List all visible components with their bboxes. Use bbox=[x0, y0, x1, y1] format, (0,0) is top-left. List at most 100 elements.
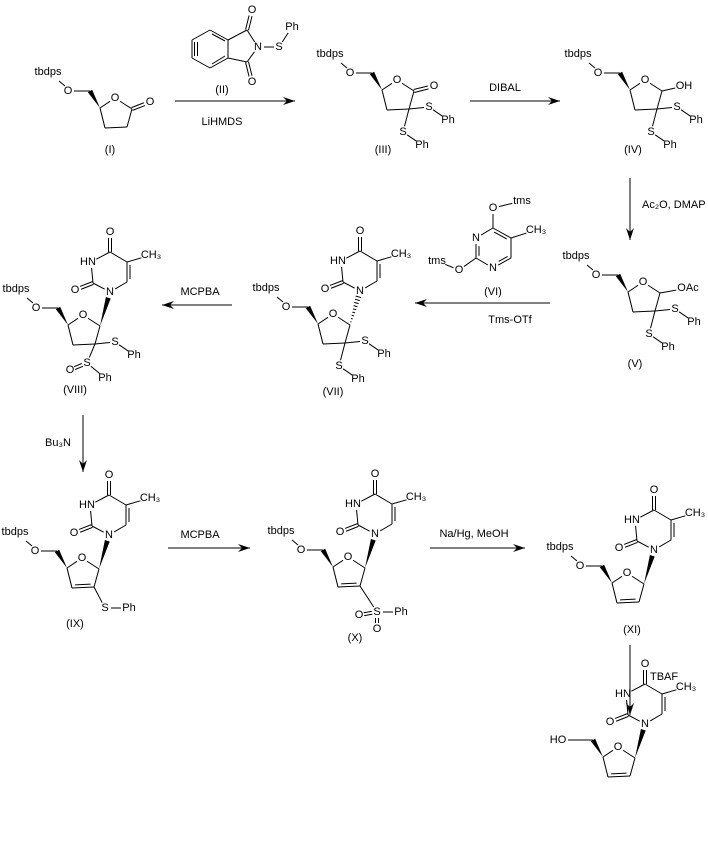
bond bbox=[480, 227, 494, 236]
bond bbox=[652, 336, 663, 344]
bond bbox=[381, 89, 388, 111]
bond bbox=[611, 582, 618, 604]
wedge-bond bbox=[615, 273, 628, 292]
wedge-bond bbox=[369, 71, 382, 90]
compound-label-X: (X) bbox=[348, 632, 363, 644]
bond bbox=[656, 107, 673, 110]
double-bond bbox=[73, 363, 82, 368]
sulfur-label: S bbox=[111, 336, 118, 348]
bond bbox=[654, 309, 671, 312]
double-bond bbox=[245, 15, 250, 30]
ether-oxygen: O bbox=[282, 301, 291, 313]
bond bbox=[91, 525, 104, 533]
sulfur-label: S bbox=[361, 335, 368, 347]
tbdps-label: tbdps bbox=[3, 283, 30, 295]
compound-label-IX: (IX) bbox=[66, 618, 84, 630]
phenyl-label: Ph bbox=[351, 373, 364, 385]
ring-oxygen: O bbox=[78, 552, 87, 564]
bond bbox=[337, 316, 351, 326]
nitrogen-label: N bbox=[489, 262, 497, 274]
bond bbox=[209, 57, 229, 69]
ether-oxygen: O bbox=[576, 560, 585, 572]
bond bbox=[191, 29, 211, 41]
ring-oxygen: O bbox=[614, 741, 623, 753]
nh-label: HN bbox=[624, 514, 640, 526]
bond bbox=[656, 90, 663, 110]
bond bbox=[374, 493, 393, 505]
sulfur-label: S bbox=[645, 328, 652, 340]
bond bbox=[408, 90, 415, 110]
sulfonyl-oxygen: O bbox=[355, 609, 364, 621]
hydroxyl-label: HO bbox=[550, 734, 567, 746]
double-bond bbox=[75, 583, 91, 586]
bond bbox=[340, 342, 346, 361]
bond bbox=[344, 324, 351, 344]
hashed-bond bbox=[354, 298, 360, 302]
bond bbox=[276, 296, 284, 303]
double-bond bbox=[78, 524, 92, 530]
hashed-bond bbox=[354, 301, 359, 305]
ring-oxygen: O bbox=[329, 308, 338, 320]
bond bbox=[463, 257, 477, 267]
bond bbox=[72, 343, 96, 346]
double-bond bbox=[247, 61, 253, 76]
double-bond bbox=[616, 601, 640, 604]
arrow-head bbox=[626, 228, 634, 240]
double-bond bbox=[330, 282, 344, 289]
bond bbox=[498, 202, 513, 208]
bond bbox=[602, 756, 609, 778]
tbdps-label: tbdps bbox=[563, 250, 590, 262]
double-bond bbox=[131, 102, 145, 109]
bond bbox=[627, 714, 640, 722]
bond bbox=[227, 57, 248, 63]
double-bond bbox=[345, 525, 359, 532]
bond bbox=[291, 539, 299, 546]
phenyl-label: Ph bbox=[394, 606, 407, 618]
reagent-lihmds: LiHMDS bbox=[202, 116, 243, 128]
carbonyl-oxygen: O bbox=[248, 76, 257, 88]
bond bbox=[627, 284, 639, 293]
bond bbox=[126, 108, 133, 128]
bond bbox=[108, 494, 127, 506]
compound-label-II: (II) bbox=[215, 84, 228, 96]
carbonyl-oxygen: O bbox=[336, 526, 345, 538]
bond bbox=[650, 310, 656, 329]
wedge-bond bbox=[635, 729, 646, 758]
tbdps-label: tbdps bbox=[317, 48, 344, 60]
bond bbox=[87, 317, 101, 327]
compound-label-VI: (VI) bbox=[484, 286, 502, 298]
arrow-head bbox=[513, 544, 525, 552]
bond bbox=[368, 343, 379, 351]
bond bbox=[58, 80, 66, 87]
carbonyl-oxygen: O bbox=[106, 226, 115, 238]
sulfur-label: S bbox=[399, 126, 406, 138]
wedge-bond bbox=[100, 297, 111, 326]
bond bbox=[88, 343, 96, 358]
wedge-bond bbox=[599, 564, 612, 583]
bond bbox=[638, 583, 645, 603]
compound-label-III: (III) bbox=[375, 144, 392, 156]
reagent-dibal: DIBAL bbox=[489, 82, 521, 94]
arrow-head bbox=[548, 97, 560, 105]
phenyl-label: Ph bbox=[661, 341, 674, 353]
bond bbox=[632, 310, 656, 313]
nh-label: HN bbox=[615, 688, 631, 700]
nitrogen-label: N bbox=[356, 285, 364, 297]
double-bond bbox=[79, 526, 93, 533]
bond bbox=[391, 499, 407, 505]
bond bbox=[678, 311, 689, 319]
bond bbox=[340, 62, 348, 69]
bond bbox=[341, 266, 344, 283]
double-bond bbox=[607, 775, 631, 778]
ring-oxygen: O bbox=[641, 74, 650, 86]
double-bond bbox=[247, 16, 253, 31]
bond bbox=[658, 539, 672, 548]
bond bbox=[359, 585, 375, 608]
bond bbox=[635, 525, 638, 542]
hashed-bond bbox=[352, 311, 356, 314]
bond bbox=[644, 683, 663, 695]
bond bbox=[66, 560, 78, 569]
bond bbox=[90, 365, 100, 374]
bond bbox=[629, 89, 636, 111]
methyl-label: CH₃ bbox=[141, 249, 161, 261]
